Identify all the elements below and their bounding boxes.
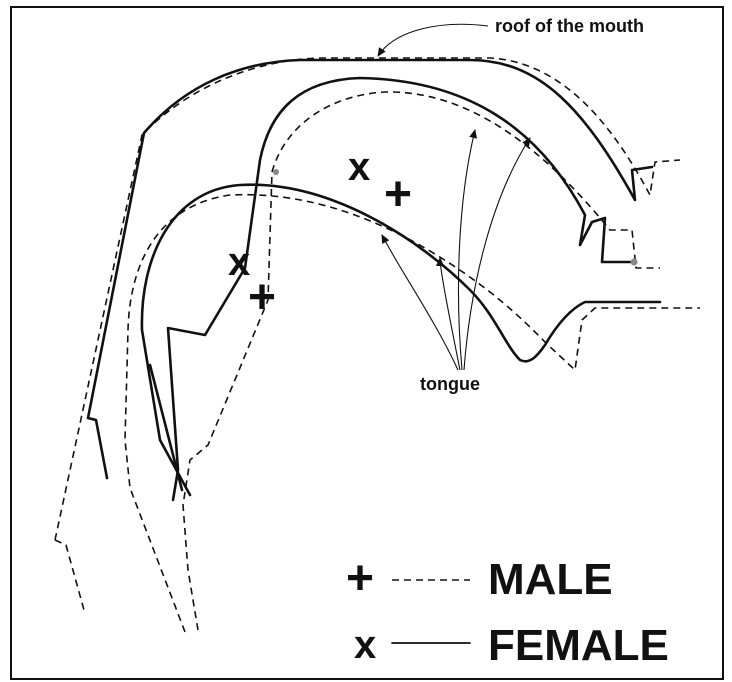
female-palate-tail: [88, 418, 107, 478]
tongue-arrow-3: [458, 130, 475, 370]
male-marker-upper: +: [384, 168, 412, 221]
legend-female-label: FEMALE: [488, 621, 669, 670]
male-marker-lower: +: [248, 271, 276, 324]
tongue-label: tongue: [420, 374, 480, 394]
legend-female-symbol: x: [354, 623, 376, 667]
female-marker-lower: x: [228, 240, 250, 284]
legend-male-symbol: +: [346, 552, 374, 605]
tongue-arrow-4: [464, 138, 530, 370]
female-tract-inner-line: [150, 365, 182, 490]
female-tract-upper: [168, 78, 630, 500]
tongue-arrows: [382, 130, 530, 370]
legend: + MALE x FEMALE: [346, 552, 669, 670]
reference-dot-upper: [273, 169, 279, 175]
male-tongue-contour: [125, 195, 700, 632]
female-marker-upper: x: [348, 145, 370, 189]
legend-male-label: MALE: [488, 555, 613, 604]
reference-dot-right: [631, 259, 638, 266]
female-palate-outline: [88, 60, 652, 418]
male-palate-outline: [55, 58, 680, 610]
roof-arrow: [378, 24, 488, 56]
male-tract-upper: [183, 92, 660, 630]
roof-of-mouth-label: roof of the mouth: [495, 16, 644, 36]
